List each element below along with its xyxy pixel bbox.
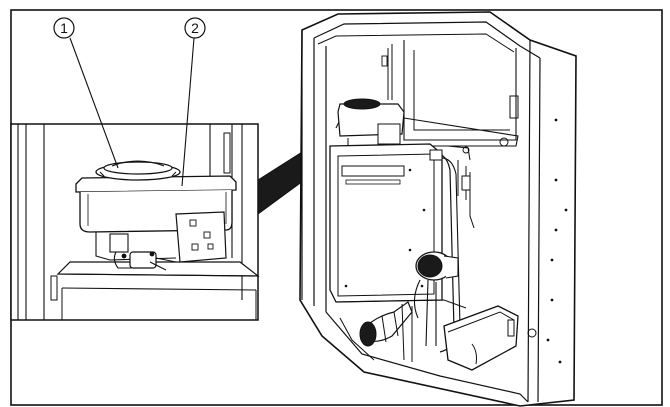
callout-2-label: 2 xyxy=(191,20,199,36)
cabinet xyxy=(299,11,577,407)
cabinet-tank xyxy=(329,143,443,303)
cabinet-pump xyxy=(413,251,459,347)
callout-1: 1 xyxy=(53,17,75,39)
detail-inset xyxy=(10,123,260,321)
motor-bracket xyxy=(95,211,227,271)
callout-2-leader xyxy=(181,37,195,187)
cabinet-hopper xyxy=(337,98,405,151)
callout-1-label: 1 xyxy=(60,20,68,36)
callout-2: 2 xyxy=(184,17,206,39)
cabinet-ash-box xyxy=(443,305,519,371)
cabinet-auger xyxy=(359,301,413,362)
callout-1-leader xyxy=(69,37,119,169)
